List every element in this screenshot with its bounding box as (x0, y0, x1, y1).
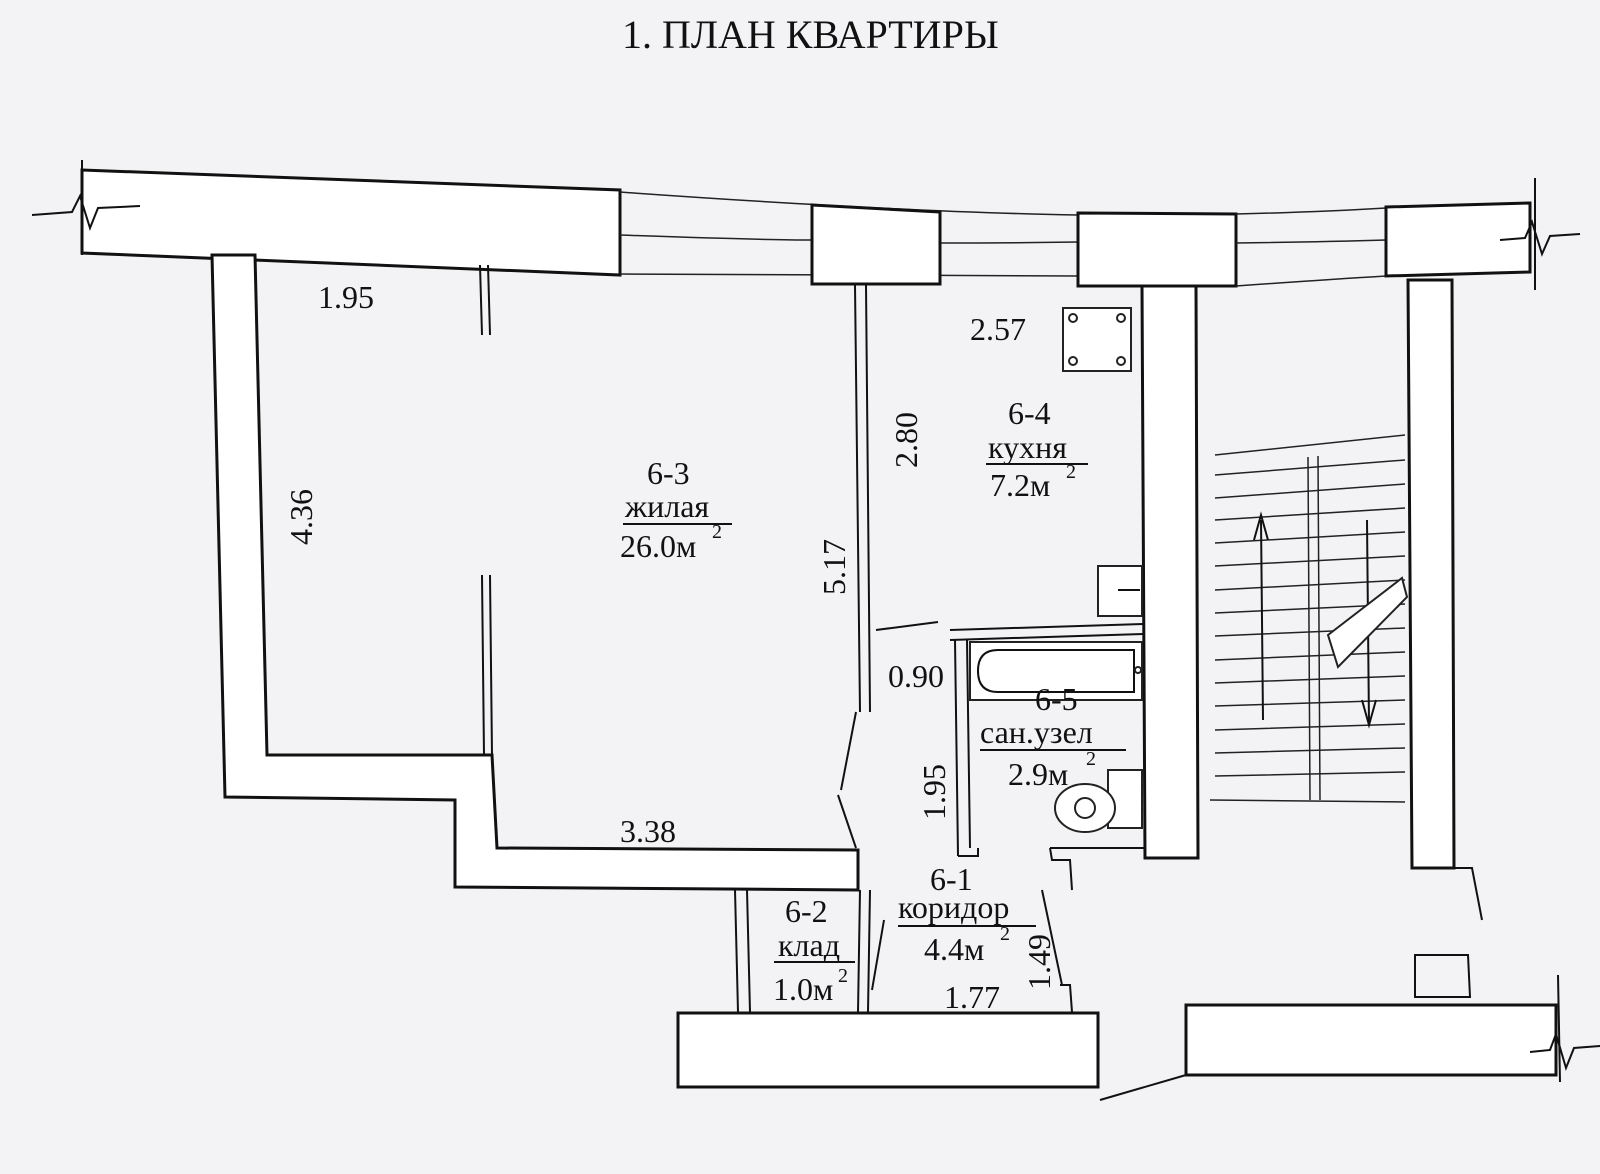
bath-left-wall (954, 639, 959, 857)
wall-pier-1 (810, 203, 942, 286)
room-label-bathroom: 6-5 сан.узел 2.9м 2 (980, 681, 1126, 792)
break-mark-left (31, 193, 141, 231)
stairwell-right-wall (1406, 278, 1456, 870)
partition-kitchen-bath-2 (949, 633, 1144, 641)
room-area: 7.2м (990, 467, 1050, 503)
window-band-2 (1235, 207, 1387, 287)
dimension-living-right: 5.17 (816, 539, 852, 595)
room-id: 6-2 (785, 893, 828, 929)
room-area: 1.0м (773, 971, 833, 1007)
room-area-exponent: 2 (1086, 748, 1096, 770)
bottom-wall-left (676, 1011, 1100, 1089)
stair-top-edge (1214, 434, 1406, 456)
room-label-kitchen: 6-4 кухня 7.2м 2 (986, 395, 1088, 503)
outer-wall-left-segment (80, 168, 622, 277)
room-id: 6-1 (930, 861, 973, 897)
kitchen-right-wall (1140, 284, 1200, 860)
door-swing-living (837, 794, 857, 849)
window-line-3 (1235, 239, 1387, 244)
bath-left-wall-2 (966, 639, 971, 849)
partition-kitchen-bath (949, 623, 1144, 631)
window-line-2 (939, 241, 1079, 244)
stove-burner-icon (1116, 313, 1126, 323)
bathtub-icon (969, 641, 1143, 701)
stove-burner-icon (1068, 356, 1078, 366)
stair-middle-line (1307, 456, 1311, 801)
room-id: 6-4 (1008, 395, 1051, 431)
room-area-exponent: 2 (1000, 923, 1010, 945)
bathtub-drain-icon (1134, 666, 1142, 674)
room-name: кухня (988, 429, 1067, 465)
living-room-partition-bottom-2 (489, 574, 493, 756)
dimension-kitchen-left: 2.80 (888, 412, 924, 468)
room-id: 6-3 (647, 455, 690, 491)
room-name: клад (778, 927, 840, 963)
room-label-storage: 6-2 клад 1.0м 2 (773, 893, 855, 1007)
door-leaf-kitchen (875, 621, 939, 631)
entrance-jamb (1060, 984, 1073, 1013)
room-area-exponent: 2 (712, 521, 722, 543)
stair-break-mark (1326, 576, 1409, 669)
living-room-outer-wall (210, 253, 860, 892)
room-label-corridor: 6-1 коридор 4.4м 2 (898, 861, 1036, 967)
dimension-living-bottom: 3.38 (620, 813, 676, 849)
wall-pier-2 (1076, 211, 1238, 288)
door-leaf-storage (871, 919, 885, 991)
wall-pier-3 (1384, 201, 1532, 278)
stove-burner-icon (1116, 356, 1126, 366)
room-name: жилая (624, 488, 709, 524)
bath-bottom-jamb (1049, 847, 1073, 891)
partition-living-kitchen (854, 284, 861, 713)
room-area-exponent: 2 (838, 965, 848, 987)
bottom-wall-slope (1099, 1074, 1187, 1101)
stove-burner-icon (1068, 313, 1078, 323)
dimension-living-top: 1.95 (318, 279, 374, 315)
room-label-living: 6-3 жилая 26.0м 2 (620, 455, 732, 564)
dimension-corridor-bottom: 1.77 (944, 979, 1000, 1015)
bottom-wall-right (1184, 1003, 1558, 1077)
break-mark-right (1499, 219, 1581, 257)
living-room-partition-top (479, 264, 483, 336)
storage-right-wall (857, 889, 861, 1013)
dimension-bath-top: 0.90 (888, 658, 944, 694)
room-name: коридор (898, 889, 1009, 925)
room-area: 4.4м (924, 931, 984, 967)
break-mark-bottom-right (1529, 1030, 1600, 1072)
stair-landing-post (1414, 954, 1472, 998)
plan-title: 1. ПЛАН КВАРТИРЫ (622, 12, 999, 57)
dimension-kitchen-top: 2.57 (970, 311, 1026, 347)
room-area-exponent: 2 (1066, 461, 1076, 483)
window-line-1 (619, 234, 813, 241)
storage-left-wall-2 (746, 889, 751, 1013)
stairwell-wall-end (1454, 867, 1483, 921)
stair-arrow-up-icon (1260, 519, 1264, 721)
stair-arrow-down-head-icon (1361, 699, 1377, 729)
room-name: сан.узел (980, 714, 1093, 750)
room-area: 2.9м (1008, 756, 1068, 792)
room-id: 6-5 (1035, 681, 1078, 717)
bathtub-inner-icon (976, 649, 1135, 693)
stair-bottom-edge (1209, 799, 1406, 803)
room-area: 26.0м (620, 528, 696, 564)
living-room-partition-top-2 (487, 264, 491, 336)
dimension-corridor-right: 1.49 (1021, 934, 1057, 990)
dimension-bath-left: 1.95 (916, 764, 952, 820)
bath-left-wall-end (958, 848, 979, 857)
door-leaf-entrance (1041, 889, 1063, 986)
stair-middle-line-2 (1317, 455, 1321, 801)
storage-left-wall (734, 889, 739, 1013)
living-room-partition-bottom (481, 574, 485, 756)
break-line-bottom-right (1557, 974, 1561, 1083)
stair-arrow-up-head-icon (1253, 511, 1269, 541)
partition-living-kitchen-2 (865, 284, 871, 713)
door-leaf-living (840, 711, 857, 791)
toilet-bowl-icon (1074, 797, 1096, 819)
dimension-living-left: 4.36 (283, 489, 319, 545)
storage-right-wall-2 (867, 889, 871, 1013)
